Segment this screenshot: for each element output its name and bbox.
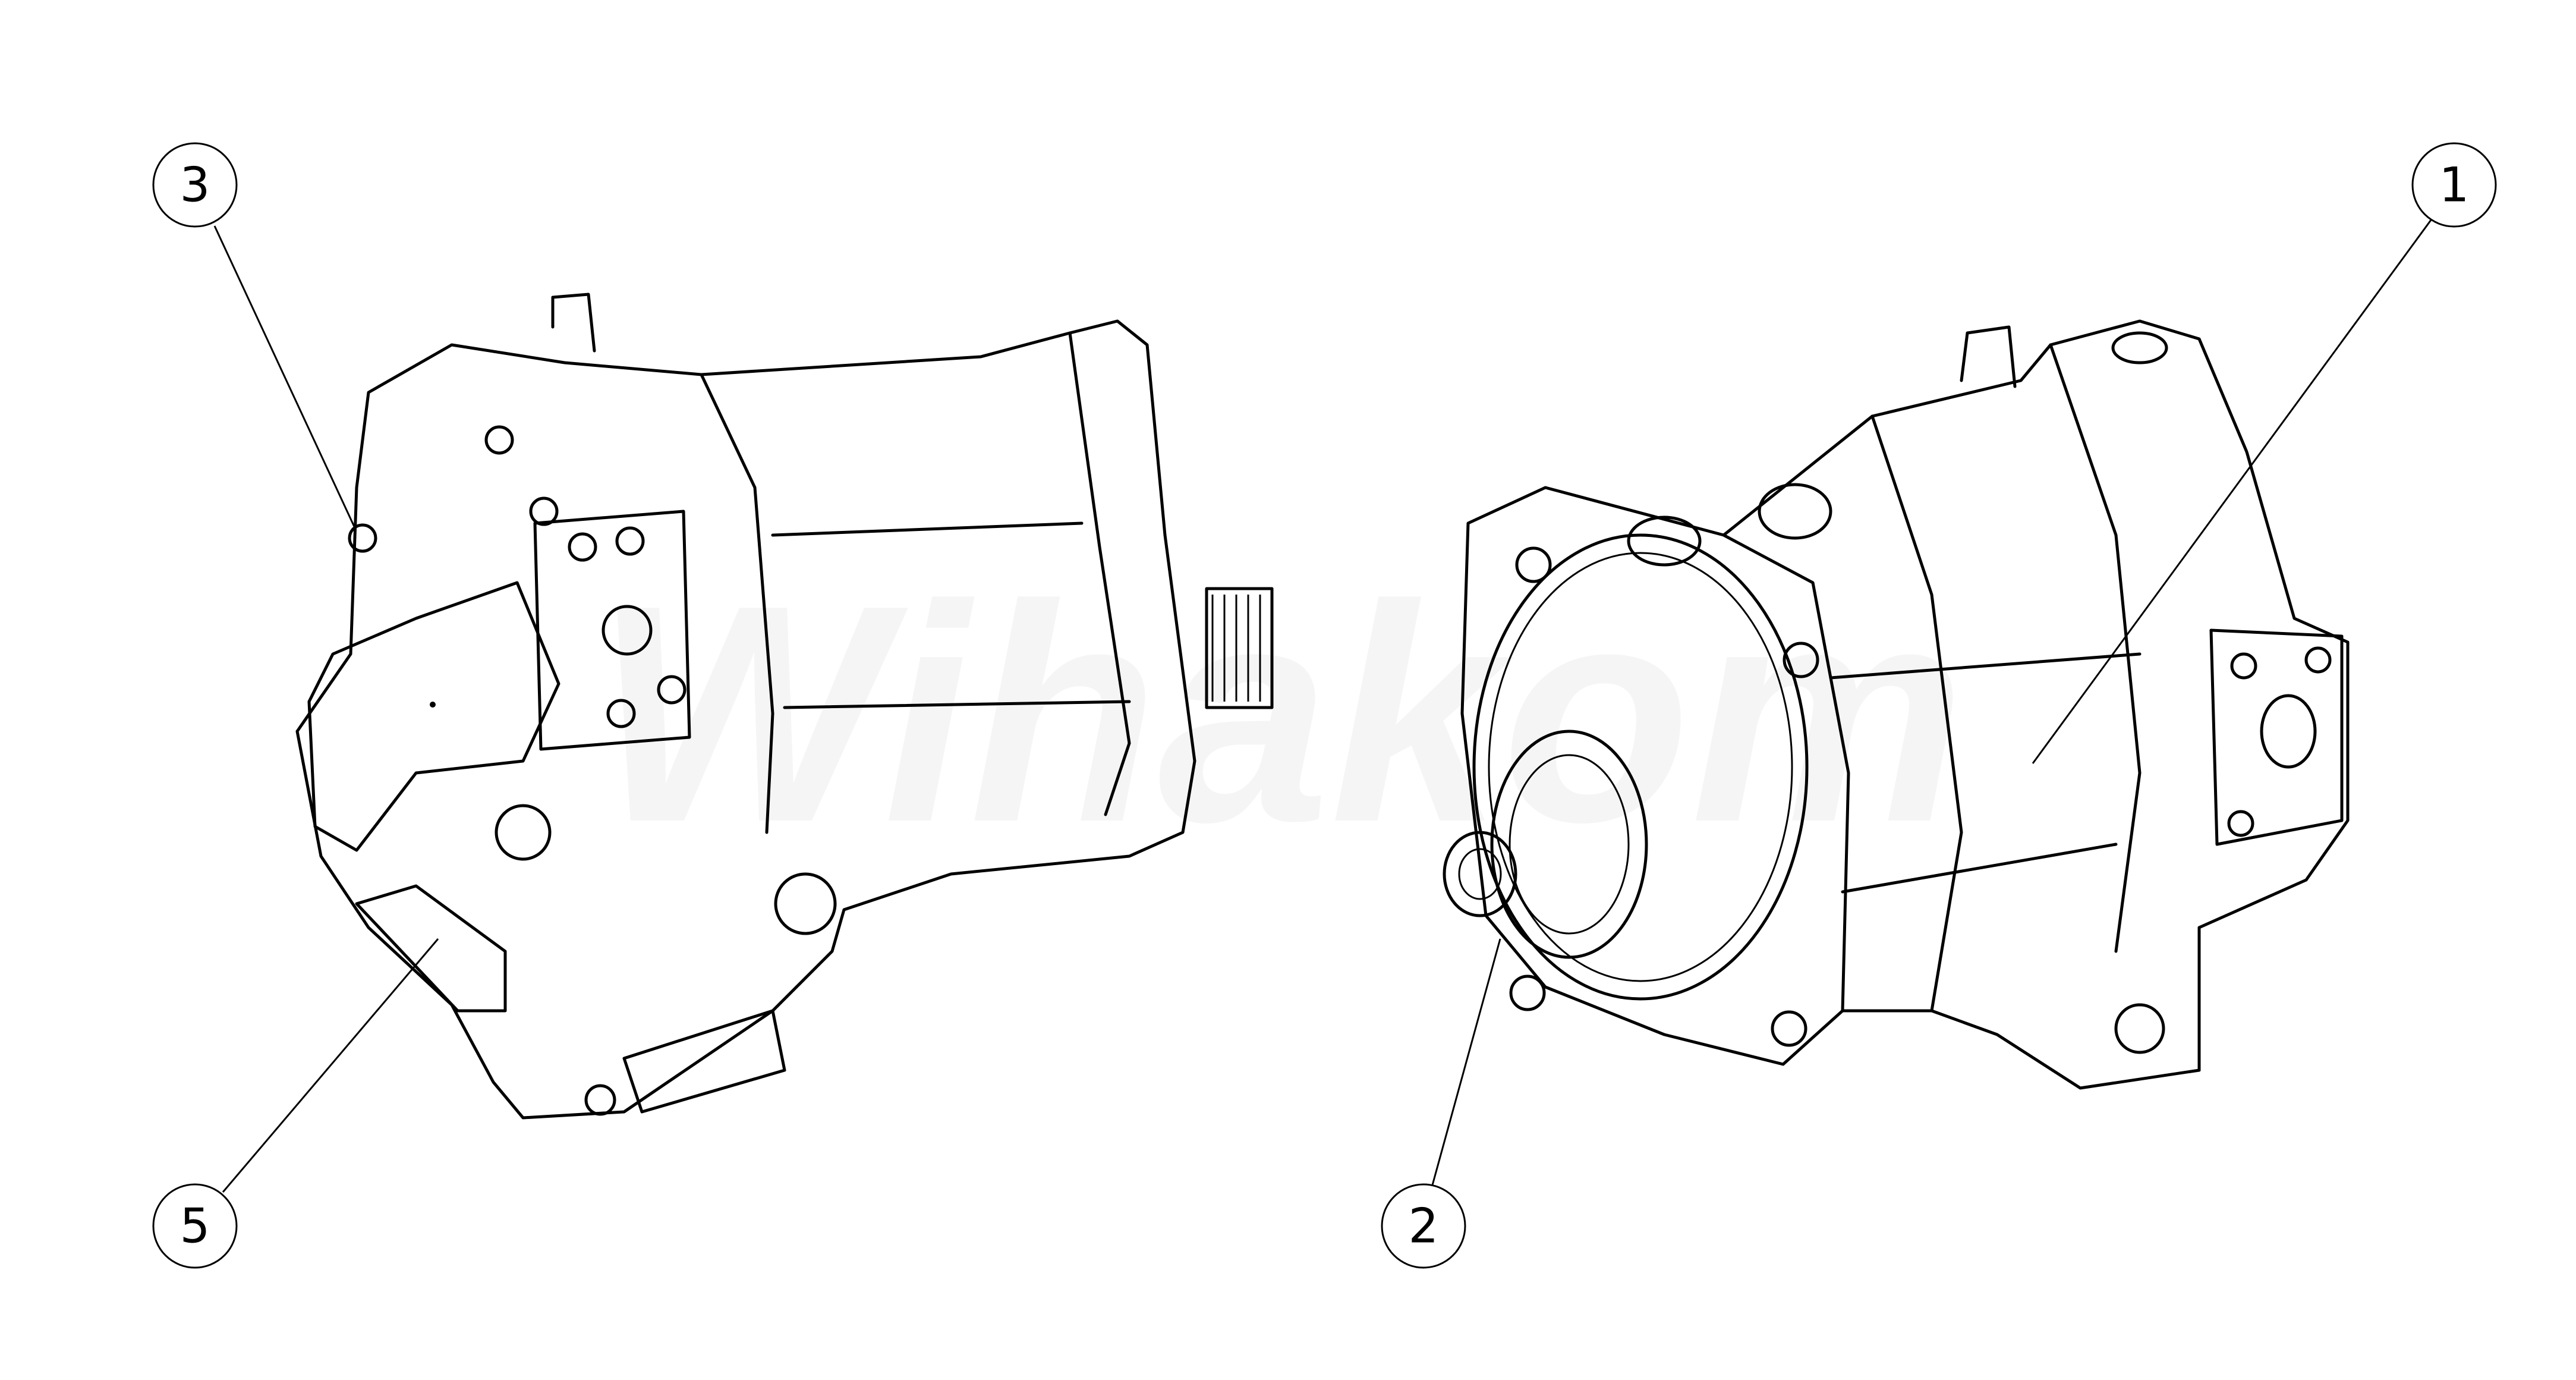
right-shaft-spline [1443, 831, 1517, 917]
left-cover-plate [307, 581, 560, 852]
bolt-icon [568, 532, 597, 562]
left-flange-edge [1068, 331, 1131, 816]
port-icon [2260, 694, 2317, 769]
flange-bolt-hole [1509, 975, 1546, 1011]
bolt-icon [348, 523, 377, 553]
right-top-bolt [2111, 331, 2168, 364]
left-motor-outline [295, 319, 1196, 1120]
bolt-icon [2304, 646, 2332, 674]
flange-bolt-hole [1783, 642, 1819, 678]
leader-line [1431, 938, 1501, 1186]
right-top-plug [1627, 515, 1702, 567]
left-lower-port [355, 884, 507, 1013]
leader-dot [430, 702, 436, 708]
right-motor-body [1722, 319, 2350, 1090]
shaft-bore [1458, 848, 1502, 900]
left-bottom-block [622, 1009, 786, 1114]
watermark: Wihakom [594, 541, 1966, 887]
bolt-icon [606, 699, 636, 728]
callout-circle [2411, 142, 2497, 228]
callout-label: 3 [180, 158, 210, 213]
hex-plug-icon [2114, 1003, 2165, 1054]
right-port-stub [1960, 325, 2017, 388]
spline-teeth-icon [1211, 595, 1261, 702]
callout-label: 2 [1409, 1199, 1439, 1254]
left-motor [295, 293, 1274, 1120]
callout-5: 5 [152, 938, 439, 1269]
flange-ring [1488, 552, 1793, 982]
right-shaft-seal [1490, 730, 1648, 959]
bolt-icon [657, 675, 686, 705]
left-housing-ridges [771, 521, 1131, 709]
callout-label: 1 [2439, 158, 2470, 213]
right-top-port [1758, 483, 1832, 540]
flange-bolt-hole [1771, 1010, 1807, 1047]
bolt-icon [529, 496, 559, 526]
left-port-stub [551, 293, 596, 353]
callout-label: 5 [180, 1199, 210, 1254]
bolt-icon [2230, 652, 2257, 680]
bolt-icon [484, 425, 514, 455]
callout-circle [152, 1183, 238, 1269]
port-icon [602, 605, 653, 656]
leader-line [222, 938, 439, 1193]
callout-1: 1 [2032, 142, 2497, 764]
callout-2: 2 [1381, 938, 1501, 1269]
seal-ring [1509, 754, 1630, 935]
right-flange-face [1472, 533, 1809, 1001]
left-shaft-spline [1205, 587, 1274, 709]
flange-bolt-hole [1515, 546, 1552, 583]
left-valve-block [533, 510, 691, 751]
port-icon [584, 1084, 616, 1116]
bolt-icon [2227, 810, 2254, 837]
callout-circle [152, 142, 238, 228]
sensor-icon [774, 872, 837, 935]
leader-line [2032, 219, 2432, 764]
callout-circle [1381, 1183, 1466, 1269]
left-housing-edge [700, 373, 774, 834]
right-motor [1443, 319, 2350, 1090]
callout-3: 3 [152, 142, 436, 708]
leader-line [213, 225, 357, 530]
right-valve-block [2209, 628, 2344, 846]
right-housing-ridges [1829, 652, 2142, 894]
hex-plug-icon [495, 804, 552, 861]
bolt-icon [615, 526, 645, 556]
